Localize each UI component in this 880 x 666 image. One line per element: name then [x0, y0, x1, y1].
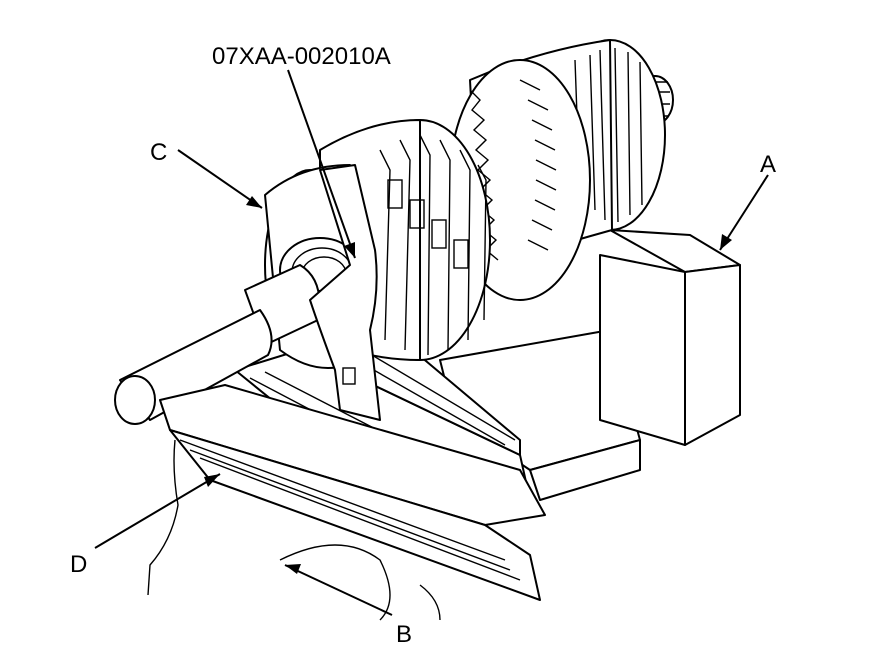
support-block: [599, 229, 741, 446]
arrowhead-c: [246, 196, 262, 208]
leader-lines: [94, 69, 769, 616]
leader-b: [284, 564, 393, 616]
leader-c: [177, 149, 263, 209]
arrowhead-a: [720, 234, 732, 250]
leader-d: [94, 473, 221, 549]
arrowhead-d: [204, 474, 220, 487]
callout-d: D: [70, 551, 87, 578]
arrowhead-b: [285, 564, 301, 574]
callout-b: B: [396, 621, 412, 648]
callout-c: C: [150, 139, 167, 166]
tool-part-number-label: 07XAA-002010A: [212, 43, 391, 70]
callout-a: A: [760, 151, 776, 178]
arrowhead-tool: [344, 242, 355, 258]
handle-bar: [147, 384, 546, 601]
leader-a: [719, 174, 769, 251]
leader-tool: [287, 69, 356, 259]
special-tool-wrench: [309, 164, 381, 421]
